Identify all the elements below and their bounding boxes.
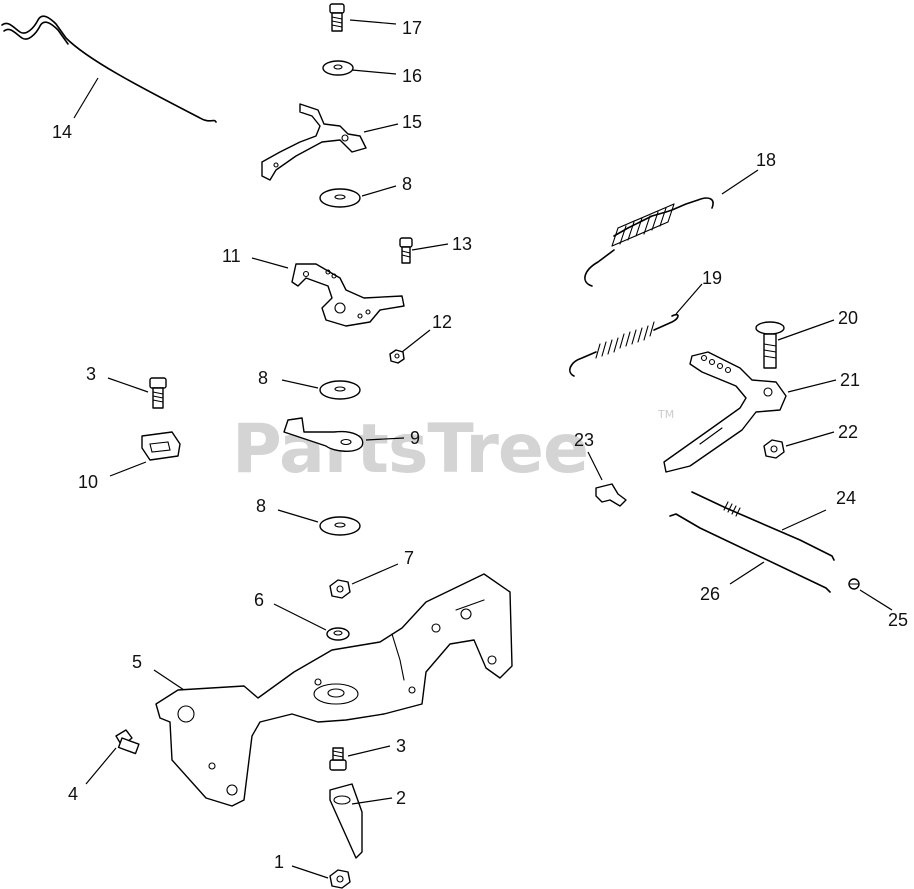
callout-21: 21 <box>840 370 860 390</box>
callout-22: 22 <box>838 422 858 442</box>
rod-26 <box>669 513 831 593</box>
screw-13 <box>399 237 413 264</box>
callout-15: 15 <box>402 112 422 132</box>
callout-3-bottom: 3 <box>396 736 406 756</box>
bolt-3-bottom <box>329 747 347 771</box>
spacer-6 <box>326 627 350 641</box>
callout-17: 17 <box>402 18 422 38</box>
bolt-4 <box>115 729 140 755</box>
clip-23 <box>595 483 627 507</box>
washer-16 <box>322 60 354 76</box>
clip-25 <box>848 578 860 590</box>
washer-8-middle <box>319 380 361 400</box>
throttle-lever-11 <box>291 263 405 327</box>
nut-22 <box>763 439 785 459</box>
lever-arm-21 <box>663 351 787 473</box>
callout-10: 10 <box>78 472 98 492</box>
callout-14: 14 <box>52 122 72 142</box>
callout-8-middle: 8 <box>258 368 268 388</box>
watermark-logo: PartsTree <box>232 410 588 489</box>
callout-numbers: 17 16 15 14 8 13 11 12 3 8 10 9 8 7 6 5 … <box>52 18 908 872</box>
nut-1 <box>329 869 351 889</box>
spring-19 <box>569 313 679 377</box>
washer-8-bottom <box>319 516 361 536</box>
callout-8-bottom: 8 <box>256 496 266 516</box>
lever-plate-9 <box>283 417 364 452</box>
callout-11: 11 <box>222 246 241 266</box>
clip-10 <box>141 431 181 461</box>
bolt-3-left <box>149 377 167 409</box>
control-bracket-15 <box>261 103 367 181</box>
callout-3-left: 3 <box>86 364 96 384</box>
callout-7: 7 <box>404 548 414 568</box>
nut-7 <box>329 579 351 599</box>
bolt-17 <box>329 3 345 32</box>
carriage-bolt-20 <box>755 321 785 369</box>
callout-13: 13 <box>452 234 472 254</box>
watermark-trademark: TM <box>657 408 674 421</box>
callout-4: 4 <box>68 784 78 804</box>
callout-25: 25 <box>888 610 908 630</box>
main-bracket-5 <box>155 573 513 807</box>
cable-24 <box>691 491 835 561</box>
callout-20: 20 <box>838 308 858 328</box>
callout-9: 9 <box>410 428 420 448</box>
callout-5: 5 <box>132 652 142 672</box>
callout-23: 23 <box>574 430 594 450</box>
washer-8-top <box>319 188 361 208</box>
leader-lines <box>73 19 893 879</box>
callout-6: 6 <box>254 590 264 610</box>
spring-18 <box>584 197 714 287</box>
callout-12: 12 <box>432 312 452 332</box>
governor-rod-14 <box>1 15 217 123</box>
callout-18: 18 <box>756 150 776 170</box>
callout-8-top: 8 <box>402 174 412 194</box>
plate-2 <box>329 783 363 859</box>
nut-12 <box>389 349 405 364</box>
callout-19: 19 <box>702 268 722 288</box>
callout-1: 1 <box>274 852 284 872</box>
callout-2: 2 <box>396 788 406 808</box>
callout-16: 16 <box>402 66 422 86</box>
callout-26: 26 <box>700 584 720 604</box>
callout-24: 24 <box>836 488 856 508</box>
